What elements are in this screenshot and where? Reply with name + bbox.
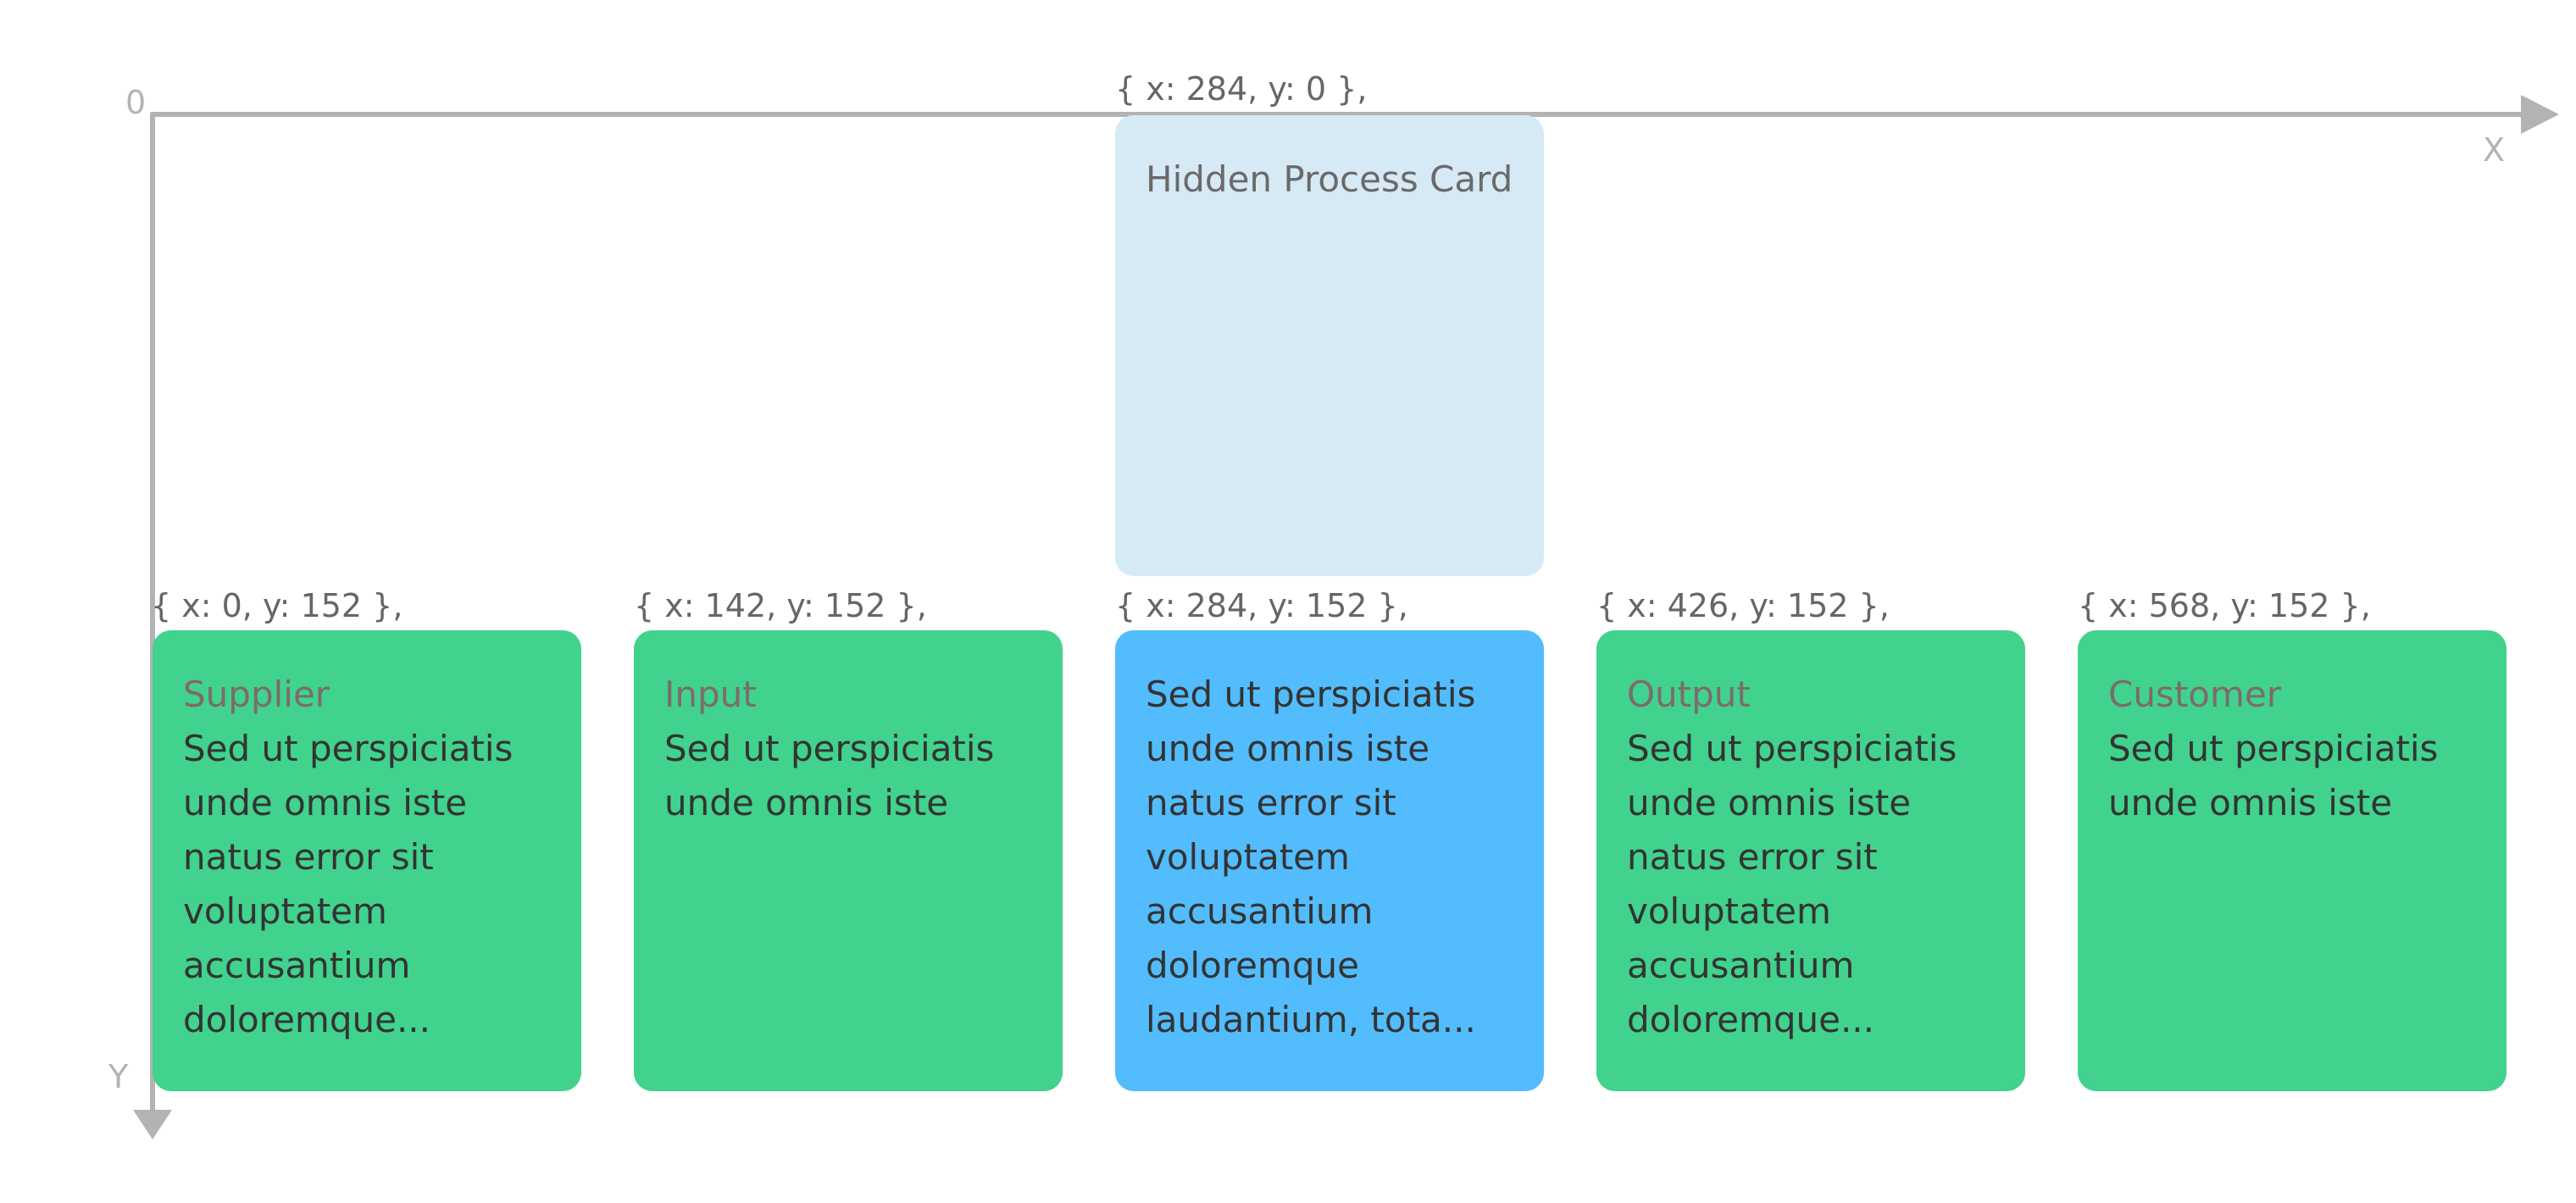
card-title: Customer [2108, 674, 2282, 715]
coord-label-customer: { x: 568, y: 152 }, [2078, 587, 2371, 624]
coord-label-process: { x: 284, y: 152 }, [1115, 587, 1408, 624]
card-body: Sed ut perspiciatis unde omnis iste natu… [1627, 728, 1957, 1040]
origin-label: 0 [125, 84, 147, 121]
card-body: Sed ut perspiciatis unde omnis iste natu… [1146, 674, 1476, 1040]
hidden-process-card[interactable]: Hidden Process Card [1115, 115, 1544, 576]
x-axis-arrow [2521, 95, 2559, 134]
coord-label-hidden: { x: 284, y: 0 }, [1115, 70, 1368, 108]
card-title: Supplier [183, 674, 330, 715]
supplier-card[interactable]: Supplier Sed ut perspiciatis unde omnis … [153, 630, 581, 1091]
coord-label-output: { x: 426, y: 152 }, [1596, 587, 1890, 624]
coord-label-supplier: { x: 0, y: 152 }, [151, 587, 403, 624]
coord-label-input: { x: 142, y: 152 }, [634, 587, 927, 624]
card-body: Sed ut perspiciatis unde omnis iste natu… [183, 728, 514, 1040]
card-body: Sed ut perspiciatis unde omnis iste [2108, 728, 2439, 823]
card-body: Sed ut perspiciatis unde omnis iste [664, 728, 995, 823]
x-axis-label: X [2483, 131, 2506, 169]
card-title: Hidden Process Card [1146, 158, 1513, 200]
process-card[interactable]: Sed ut perspiciatis unde omnis iste natu… [1115, 630, 1544, 1091]
output-card[interactable]: Output Sed ut perspiciatis unde omnis is… [1596, 630, 2025, 1091]
y-axis-label: Y [108, 1058, 129, 1095]
customer-card[interactable]: Customer Sed ut perspiciatis unde omnis … [2078, 630, 2507, 1091]
y-axis-arrow [133, 1110, 172, 1139]
card-title: Input [664, 674, 757, 715]
input-card[interactable]: Input Sed ut perspiciatis unde omnis ist… [634, 630, 1063, 1091]
card-title: Output [1627, 674, 1751, 715]
